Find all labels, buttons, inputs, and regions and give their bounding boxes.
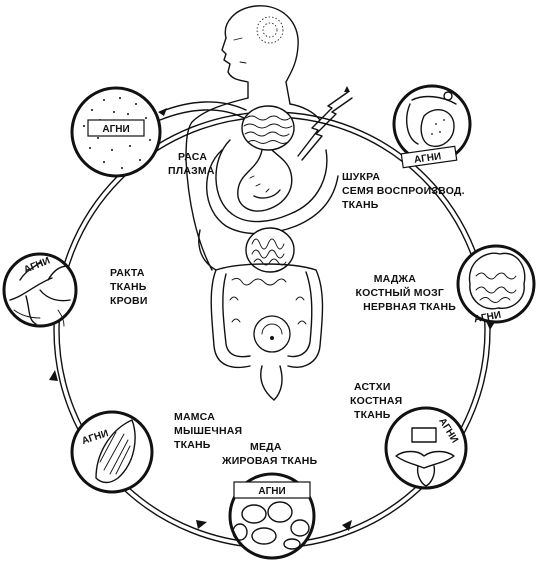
cycle-arrow-3	[342, 520, 352, 531]
label-majja: МАДЖА КОСТНЫЙ МОЗГ НЕРВНАЯ ТКАНЬ	[356, 273, 457, 313]
svg-text:ШУКРА: ШУКРА	[342, 171, 380, 183]
svg-text:МАДЖА: МАДЖА	[374, 273, 416, 285]
svg-text:ЖИРОВАЯ ТКАНЬ: ЖИРОВАЯ ТКАНЬ	[221, 455, 318, 467]
svg-text:ТКАНЬ: ТКАНЬ	[342, 199, 379, 211]
disk-rasa: АГНИ	[70, 86, 162, 178]
cycle-arrow-1	[49, 370, 58, 381]
disk-majja: АГНИ	[456, 244, 536, 326]
agni-label-rasa: АГНИ	[102, 124, 129, 135]
disk-rakta: АГНИ	[2, 252, 78, 328]
svg-text:РАСА: РАСА	[178, 151, 207, 163]
agni-label-majja: АГНИ	[473, 310, 502, 326]
svg-text:МЕДА: МЕДА	[250, 441, 282, 453]
svg-text:СЕМЯ ВОСПРОИЗВОД.: СЕМЯ ВОСПРОИЗВОД.	[342, 185, 465, 197]
svg-text:РАКТА: РАКТА	[110, 267, 145, 279]
svg-text:ПЛАЗМА: ПЛАЗМА	[168, 165, 215, 177]
label-mamsa: МАМСА МЫШЕЧНАЯ ТКАНЬ	[174, 411, 242, 451]
agni-label-shukra: АГНИ	[413, 151, 442, 166]
svg-text:ТКАНЬ: ТКАНЬ	[174, 439, 211, 451]
svg-text:КОСТНЫЙ МОЗГ: КОСТНЫЙ МОЗГ	[356, 286, 444, 299]
svg-text:ТКАНЬ: ТКАНЬ	[110, 281, 147, 293]
svg-text:НЕРВНАЯ ТКАНЬ: НЕРВНАЯ ТКАНЬ	[363, 301, 456, 313]
disk-meda: АГНИ	[228, 472, 316, 560]
disk-shukra: АГНИ	[392, 84, 472, 169]
svg-text:КОСТНАЯ: КОСТНАЯ	[350, 395, 402, 407]
svg-text:МЫШЕЧНАЯ: МЫШЕЧНАЯ	[174, 425, 242, 437]
svg-text:ТКАНЬ: ТКАНЬ	[354, 409, 391, 421]
label-meda: МЕДА ЖИРОВАЯ ТКАНЬ	[221, 441, 318, 467]
svg-text:КРОВИ: КРОВИ	[110, 295, 148, 307]
label-asthi: АСТХИ КОСТНАЯ ТКАНЬ	[350, 381, 402, 421]
svg-text:МАМСА: МАМСА	[174, 411, 215, 423]
human-figure	[185, 5, 353, 401]
svg-text:АСТХИ: АСТХИ	[354, 381, 391, 393]
cycle-arrow-2	[196, 520, 207, 529]
disk-asthi: АГНИ	[384, 406, 468, 490]
disk-mamsa: АГНИ	[70, 410, 154, 494]
agni-label-meda: АГНИ	[258, 486, 285, 497]
label-rasa: РАСА ПЛАЗМА	[168, 151, 215, 177]
label-rakta: РАКТА ТКАНЬ КРОВИ	[110, 267, 148, 307]
label-shukra: ШУКРА СЕМЯ ВОСПРОИЗВОД. ТКАНЬ	[342, 171, 465, 211]
